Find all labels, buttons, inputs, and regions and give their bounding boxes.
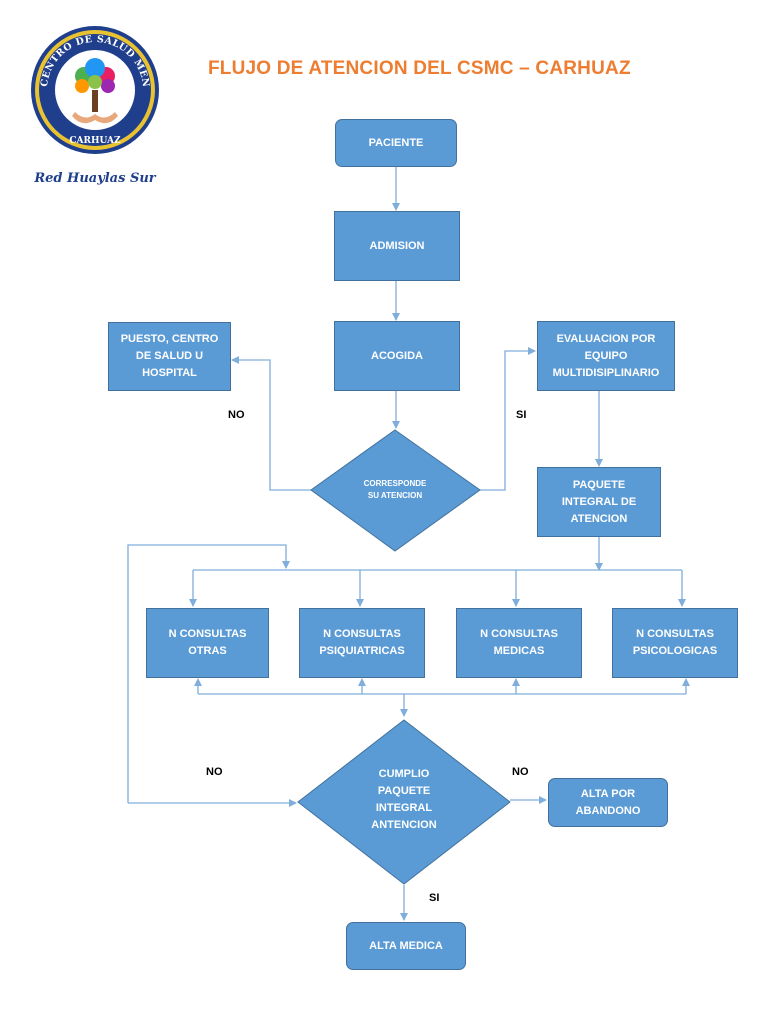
logo-script-text: Red Huaylas Sur — [33, 171, 156, 186]
node-consultas-psiquiatricas: N CONSULTAS PSIQUIATRICAS — [299, 608, 425, 678]
edge-loop-back — [127, 544, 290, 803]
node-alta-medica: ALTA MEDICA — [346, 922, 466, 970]
label-no-loop: NO — [206, 766, 223, 778]
node-admision: ADMISION — [334, 211, 460, 281]
label-no-puesto: NO — [228, 409, 245, 421]
decision-corresponde — [310, 429, 481, 552]
logo-bottom-text: CARHUAZ — [69, 136, 121, 146]
decision-corresponde-label: CORRESPONDE SU ATENCION — [363, 479, 427, 500]
csmc-logo: CENTRO DE SALUD MENTAL COMUNITARIO CARHU… — [14, 16, 170, 190]
label-si-evaluacion: SI — [516, 409, 527, 421]
edge-corresponde-puesto — [231, 356, 311, 491]
node-puesto: PUESTO, CENTRO DE SALUD U HOSPITAL — [108, 322, 231, 391]
edge-corresponde-evaluacion — [480, 347, 536, 491]
decision-cumplio — [297, 719, 511, 885]
node-consultas-otras: N CONSULTAS OTRAS — [146, 608, 269, 678]
node-consultas-medicas: N CONSULTAS MEDICAS — [456, 608, 582, 678]
node-alta-abandono: ALTA POR ABANDONO — [548, 778, 668, 827]
node-acogida: ACOGIDA — [334, 321, 460, 391]
label-no-abandono: NO — [512, 766, 529, 778]
decision-cumplio-label: CUMPLIO PAQUETE INTEGRAL ANTENCION — [371, 768, 437, 831]
node-evaluacion: EVALUACION POR EQUIPO MULTIDISIPLINARIO — [537, 321, 675, 391]
page-title: FLUJO DE ATENCION DEL CSMC – CARHUAZ — [208, 58, 631, 79]
node-paciente: PACIENTE — [335, 119, 457, 167]
node-consultas-psicologicas: N CONSULTAS PSICOLOGICAS — [612, 608, 738, 678]
node-paquete: PAQUETE INTEGRAL DE ATENCION — [537, 467, 661, 537]
label-si-alta-medica: SI — [429, 892, 440, 904]
